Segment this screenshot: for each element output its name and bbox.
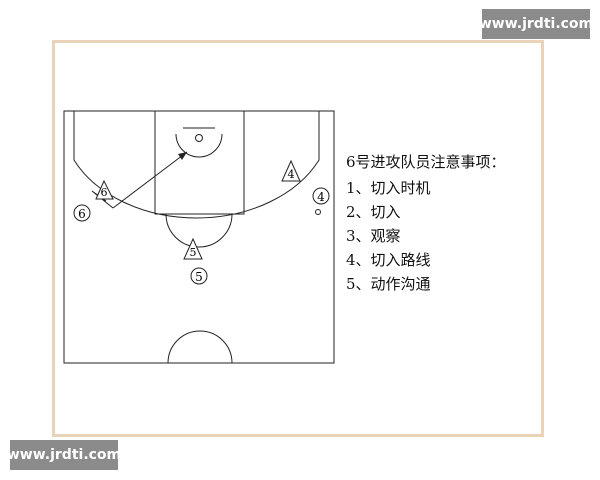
notes-item: 5、动作沟通 — [346, 275, 431, 293]
arrow-head — [178, 152, 187, 160]
diagram-frame — [52, 40, 544, 437]
notes-title: 6号进攻队员注意事项： — [346, 153, 506, 171]
player-4-circle-label: 4 — [317, 190, 325, 204]
player-5-triangle — [183, 237, 203, 260]
notes-item: 3、观察 — [346, 227, 401, 245]
player-6-circle — [73, 204, 91, 222]
player-marker-small — [315, 209, 321, 215]
paint-area — [154, 110, 245, 215]
player-6-triangle — [95, 179, 114, 200]
notes-panel: 6号进攻队员注意事项： 1、切入时机 2、切入 3、观察 4、切入路线 5、动作… — [346, 150, 506, 296]
restricted-arc — [175, 133, 223, 158]
notes-item: 4、切入路线 — [346, 251, 431, 269]
court-boundary — [63, 110, 335, 364]
player-6-triangle-label: 6 — [101, 186, 108, 199]
pass-line — [112, 151, 188, 209]
player-4-triangle-label: 4 — [288, 168, 295, 181]
player-5-circle — [190, 267, 208, 285]
three-point-line — [73, 111, 320, 219]
free-throw-arc — [165, 213, 233, 248]
notes-item: 1、切入时机 — [346, 179, 431, 197]
notes-item: 2、切入 — [346, 203, 401, 221]
player-6-circle-label: 6 — [78, 207, 86, 221]
watermark-top: www.jrdti.com — [479, 9, 593, 39]
player-4-triangle — [281, 159, 301, 182]
player-5-triangle-label: 5 — [190, 246, 197, 259]
watermark-bottom: www.jrdti.com — [7, 440, 121, 470]
center-circle — [167, 330, 233, 364]
player-5-circle-label: 5 — [195, 270, 203, 284]
player-4-circle — [312, 187, 330, 205]
basket-rim — [195, 134, 203, 142]
